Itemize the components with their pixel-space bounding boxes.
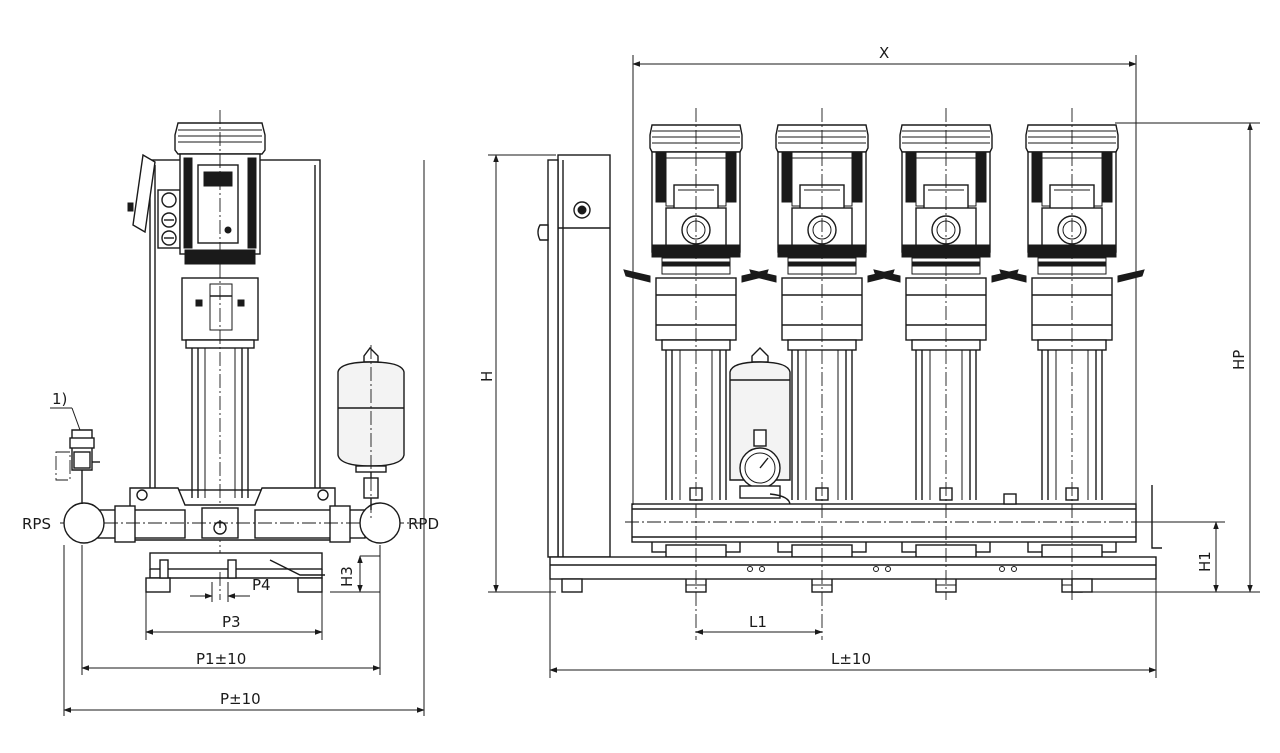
label-rps: RPS (22, 515, 51, 533)
label-h: H (478, 371, 496, 382)
labels: 1) RPS RPD H3 P4 P3 P1±10 P±10 X H HP H1… (22, 44, 1248, 708)
label-l1: L1 (749, 613, 767, 631)
front-view (537, 108, 1225, 640)
label-l: L±10 (831, 650, 871, 668)
label-x: X (879, 44, 889, 62)
label-hp: HP (1230, 350, 1248, 370)
label-rpd: RPD (408, 515, 439, 533)
label-h3: H3 (338, 566, 356, 587)
front-view-dimensions (488, 55, 1260, 678)
label-p4: P4 (252, 576, 271, 594)
label-note-1: 1) (52, 390, 67, 408)
label-p1: P1±10 (196, 650, 246, 668)
label-p: P±10 (220, 690, 261, 708)
side-view (50, 110, 420, 600)
label-h1: H1 (1196, 551, 1214, 572)
label-p3: P3 (222, 613, 241, 631)
side-view-dimensions (63, 160, 425, 716)
